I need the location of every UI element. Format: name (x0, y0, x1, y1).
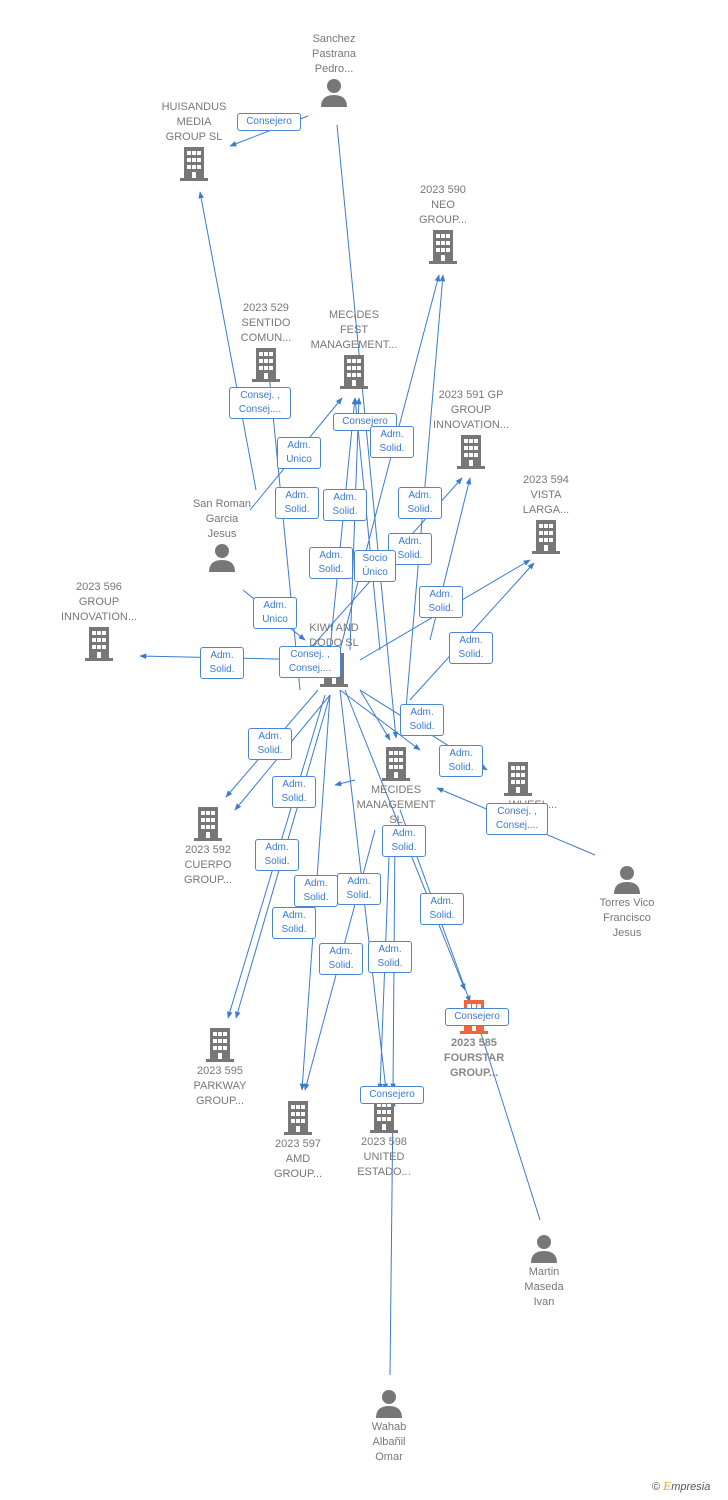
empresia-logo: © Empresia (652, 1480, 710, 1493)
person-label: San Roman Garcia Jesus (192, 498, 252, 540)
relation-label[interactable]: Adm. Solid. (275, 487, 319, 519)
person-node-torres[interactable]: Torres Vico Francisco Jesus (567, 864, 687, 941)
building-icon (457, 435, 485, 469)
person-node-san-roman[interactable]: San Roman Garcia Jesus (162, 497, 282, 574)
relation-label[interactable]: Adm. Solid. (449, 632, 493, 664)
company-label: 2023 590 NEO GROUP... (418, 184, 468, 226)
relationship-edge (471, 1004, 541, 1221)
relation-label[interactable]: Adm. Solid. (420, 893, 464, 925)
brand-name: mpresia (671, 1481, 711, 1493)
person-icon (376, 1390, 402, 1418)
building-icon (382, 747, 410, 781)
building-icon (340, 355, 368, 389)
building-icon (206, 1028, 234, 1062)
relation-label[interactable]: Adm. Solid. (294, 875, 338, 907)
relation-label[interactable]: Adm. Solid. (398, 487, 442, 519)
company-node-2023-597[interactable]: 2023 597 AMD GROUP... (238, 1099, 358, 1182)
person-node-wahab[interactable]: Wahab Albañil Omar (329, 1388, 449, 1465)
company-node-2023-585-focus[interactable]: 2023 585 FOURSTAR GROUP... (414, 998, 534, 1081)
company-label: 2023 595 PARKWAY GROUP... (193, 1065, 247, 1107)
building-icon (85, 627, 113, 661)
relation-label[interactable]: Adm. Solid. (255, 839, 299, 871)
person-label: Torres Vico Francisco Jesus (599, 897, 655, 939)
relationship-edge (339, 274, 441, 651)
relation-label[interactable]: Adm. Solid. (368, 941, 412, 973)
relation-label[interactable]: Adm. Solid. (272, 776, 316, 808)
relation-label[interactable]: Adm. Solid. (370, 426, 414, 458)
company-node-2023-596[interactable]: 2023 596 GROUP INNOVATION... (39, 580, 159, 663)
relation-label[interactable]: Adm. Solid. (337, 873, 381, 905)
relation-label[interactable]: Adm. Solid. (248, 728, 292, 760)
relation-label[interactable]: Socio Único (354, 550, 396, 582)
relation-label[interactable]: Adm. Solid. (382, 825, 426, 857)
company-label: 2023 598 UNITED ESTADO... (357, 1136, 411, 1178)
relation-label[interactable]: Adm. Solid. (439, 745, 483, 777)
relation-label[interactable]: Consej. , Consej.... (279, 646, 341, 678)
building-icon (532, 520, 560, 554)
relation-label[interactable]: Consej. , Consej.... (486, 803, 548, 835)
person-icon (321, 79, 347, 107)
relationship-edge (198, 191, 257, 491)
company-label: 2023 529 SENTIDO COMUN... (240, 302, 292, 344)
company-node-mecides-fest[interactable]: MECIDES FEST MANAGEMENT... (294, 308, 414, 391)
company-label: 2023 597 AMD GROUP... (273, 1138, 323, 1180)
company-node-huisandus[interactable]: HUISANDUS MEDIA GROUP SL (134, 100, 254, 183)
relation-label[interactable]: Adm. Solid. (309, 547, 353, 579)
person-icon (531, 1235, 557, 1263)
building-icon (194, 807, 222, 841)
relationship-edge (389, 1099, 396, 1376)
company-label: 2023 585 FOURSTAR GROUP... (443, 1037, 505, 1079)
person-node-martin[interactable]: Martin Maseda Ivan (484, 1233, 604, 1310)
company-node-2023-595[interactable]: 2023 595 PARKWAY GROUP... (160, 1026, 280, 1109)
relationship-edge (266, 373, 301, 691)
person-node-sanchez[interactable]: Sanchez Pastrana Pedro... (274, 32, 394, 109)
relationship-edge (339, 689, 421, 751)
company-node-2023-594[interactable]: 2023 594 VISTA LARGA... (486, 473, 606, 556)
relationship-edge (336, 124, 399, 739)
relation-label[interactable]: Consej. , Consej.... (229, 387, 291, 419)
company-node-2023-598[interactable]: 2023 598 UNITED ESTADO... (324, 1097, 444, 1180)
relation-label[interactable]: Adm. Solid. (323, 489, 367, 521)
building-icon (252, 348, 280, 382)
person-icon (614, 866, 640, 894)
person-icon (209, 544, 235, 572)
relation-label[interactable]: Adm. Solid. (419, 586, 463, 618)
relation-label[interactable]: Adm. Solid. (400, 704, 444, 736)
building-icon (180, 147, 208, 181)
company-label: 2023 591 GP GROUP INNOVATION... (433, 389, 509, 431)
company-node-mecides-management[interactable]: MECIDES MANAGEMENT SL (336, 745, 456, 828)
building-icon (504, 762, 532, 796)
relation-label[interactable]: Consejero (360, 1086, 424, 1104)
company-label: 2023 596 GROUP INNOVATION... (61, 581, 137, 623)
relation-label[interactable]: Adm. Solid. (319, 943, 363, 975)
brand-initial: E (663, 1480, 672, 1493)
company-node-2023-529[interactable]: 2023 529 SENTIDO COMUN... (206, 301, 326, 384)
company-node-2023-591[interactable]: 2023 591 GP GROUP INNOVATION... (411, 388, 531, 471)
relationship-edge (409, 562, 535, 701)
relation-label[interactable]: Consejero (445, 1008, 509, 1026)
relationship-edge (349, 397, 362, 651)
company-label: 2023 592 CUERPO GROUP... (183, 844, 233, 886)
relation-label[interactable]: Consejero (237, 113, 301, 131)
company-label: MECIDES MANAGEMENT SL (356, 784, 436, 826)
copyright-symbol: © (652, 1481, 661, 1493)
building-icon (284, 1101, 312, 1135)
relation-label[interactable]: Adm. Solid. (200, 647, 244, 679)
relationship-edge (359, 689, 391, 741)
relation-label[interactable]: Adm. Unico (277, 437, 321, 469)
relationship-edge (334, 779, 356, 787)
person-label: Wahab Albañil Omar (371, 1421, 407, 1463)
relationship-edge (329, 397, 358, 651)
relation-label[interactable]: Adm. Unico (253, 597, 297, 629)
person-label: Martin Maseda Ivan (524, 1266, 564, 1308)
company-label: 2023 594 VISTA LARGA... (522, 474, 570, 516)
company-node-2023-590[interactable]: 2023 590 NEO GROUP... (383, 183, 503, 266)
company-label: MECIDES FEST MANAGEMENT... (310, 309, 398, 351)
company-label: HUISANDUS MEDIA GROUP SL (161, 101, 227, 143)
person-label: Sanchez Pastrana Pedro... (311, 33, 357, 75)
relation-label[interactable]: Adm. Solid. (272, 907, 316, 939)
relationship-edge (352, 397, 381, 651)
company-node-2023-592[interactable]: 2023 592 CUERPO GROUP... (148, 805, 268, 888)
building-icon (429, 230, 457, 264)
